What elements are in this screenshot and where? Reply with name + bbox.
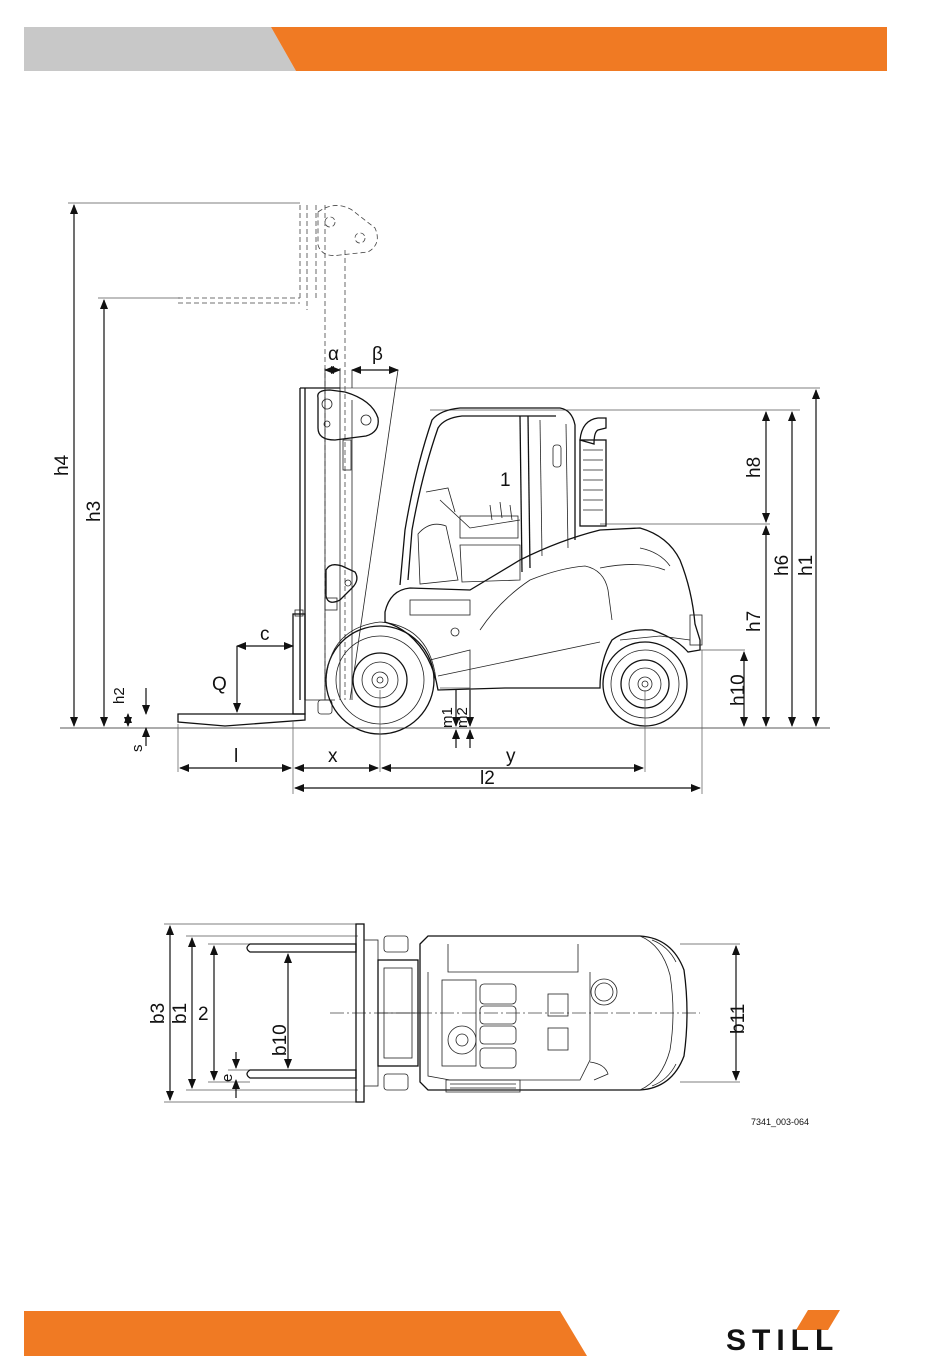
- label-Q: Q: [212, 674, 227, 695]
- label-y: y: [506, 746, 516, 767]
- still-logo: STILL: [722, 1306, 892, 1356]
- label-c: c: [260, 624, 270, 645]
- label-s: s: [129, 745, 146, 753]
- label-h4: h4: [52, 454, 73, 476]
- label-b3: b3: [148, 1003, 169, 1024]
- figure-reference: 7341_003-064: [751, 1117, 809, 1127]
- label-beta: β: [372, 344, 383, 365]
- label-h2: h2: [111, 687, 128, 704]
- label-x: x: [328, 746, 338, 767]
- technical-drawing: h4 h3 h2 s Q c α β 1 h8 h6 h1 h7 h10 m1 …: [0, 0, 950, 1280]
- side-view: h4 h3 h2 s Q c α β 1 h8 h6 h1 h7 h10 m1 …: [52, 203, 830, 794]
- label-h8: h8: [744, 457, 765, 478]
- mast: [300, 368, 398, 700]
- label-l: l: [234, 746, 238, 767]
- label-h10: h10: [728, 674, 749, 706]
- fork: [178, 610, 335, 726]
- label-l2: l2: [480, 768, 495, 789]
- label-b1: b1: [170, 1003, 191, 1024]
- label-b11: b11: [728, 1004, 749, 1034]
- label-part-1: 1: [500, 470, 511, 491]
- exhaust: [580, 418, 606, 526]
- label-h3: h3: [84, 501, 105, 522]
- label-m2: m2: [454, 707, 471, 728]
- label-alpha: α: [328, 344, 339, 365]
- top-view: b3 b1 2 b10 e b11 7341_003-064: [148, 924, 809, 1127]
- cabin: [400, 408, 575, 585]
- raised-mast: [178, 205, 377, 700]
- label-h1: h1: [796, 555, 817, 576]
- front-wheel: [326, 622, 436, 734]
- label-part-2: 2: [198, 1004, 209, 1025]
- footer-orange-segment: [24, 1311, 587, 1356]
- label-h7: h7: [744, 611, 765, 632]
- logo-text: STILL: [726, 1324, 839, 1356]
- label-h6: h6: [772, 555, 793, 576]
- label-b10: b10: [270, 1024, 291, 1056]
- label-e: e: [219, 1074, 236, 1082]
